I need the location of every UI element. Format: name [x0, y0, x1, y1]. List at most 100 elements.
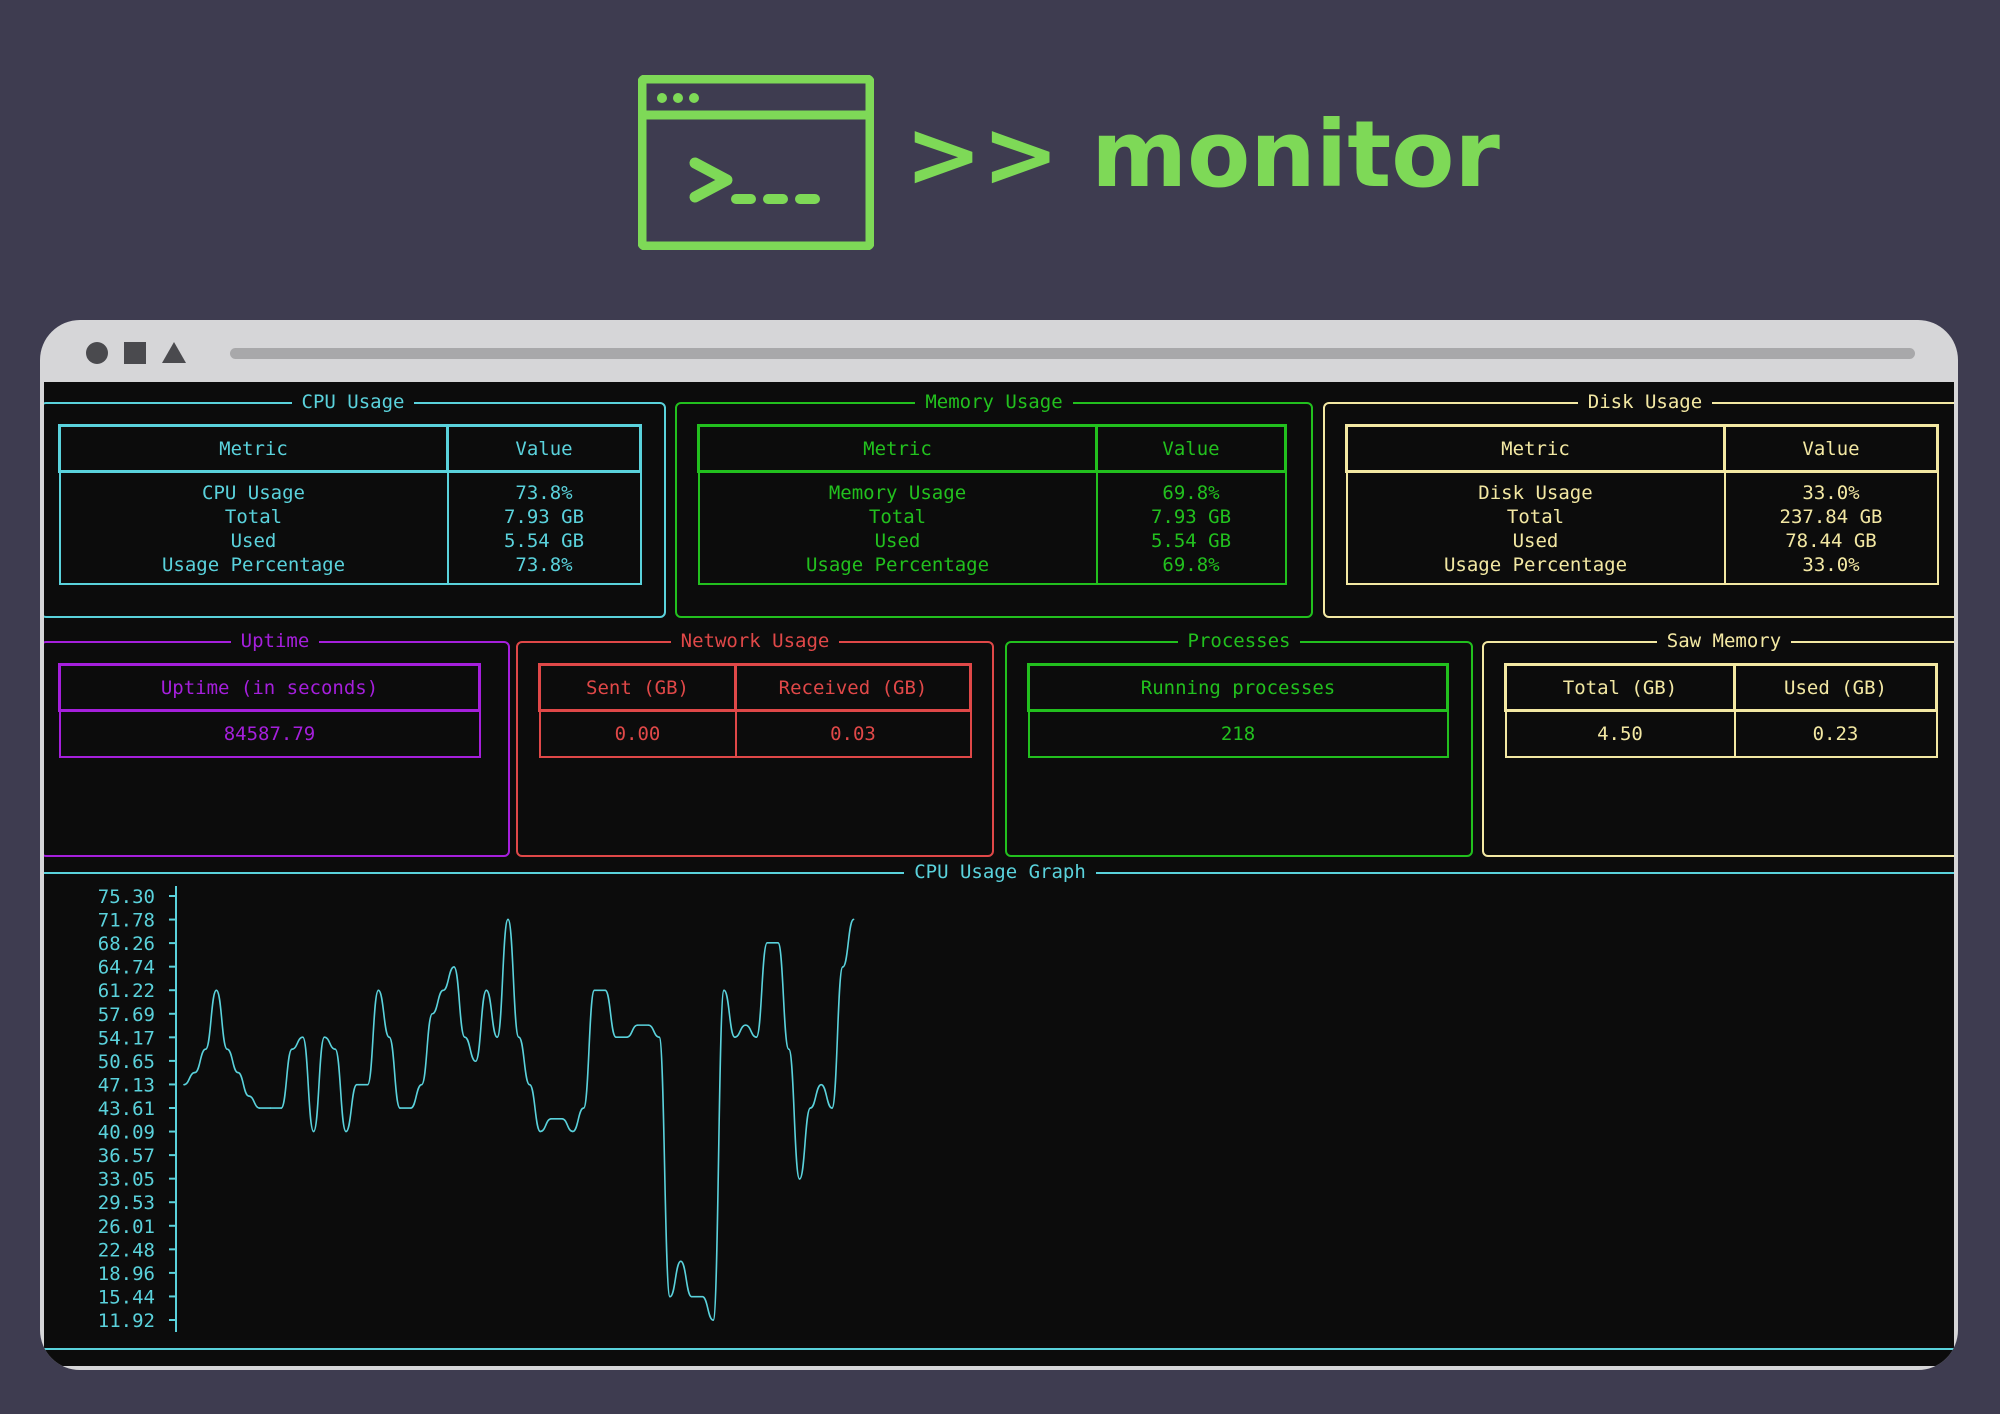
metric-cell: Used [58, 529, 449, 553]
metric-cell: Usage Percentage [58, 553, 449, 585]
metric-cell: Disk Usage [1345, 471, 1726, 505]
data-point [777, 942, 779, 944]
data-point [345, 1130, 347, 1133]
metric-cell: Used [1345, 529, 1726, 553]
value-cell: 33.0% [1723, 471, 1939, 505]
used-value: 0.23 [1733, 710, 1938, 758]
column-header: Received (GB) [734, 663, 972, 712]
value-cell: 7.93 GB [1095, 505, 1287, 529]
metric-cell: Total [1345, 505, 1726, 529]
data-point [712, 1319, 714, 1321]
data-point [701, 1295, 704, 1298]
data-point [204, 1048, 207, 1050]
column-header: Used (GB) [1733, 663, 1938, 712]
panel-title: Network Usage [518, 628, 992, 654]
panel-title: Memory Usage [677, 389, 1311, 415]
data-point [388, 1036, 391, 1038]
data-point [809, 1107, 812, 1109]
data-point [258, 1107, 261, 1109]
value-cell: 69.8% [1095, 553, 1287, 585]
metric-cell: CPU Usage [58, 471, 449, 505]
y-tick-label: 11.92 [98, 1310, 155, 1332]
data-point [280, 1107, 282, 1109]
data-point [312, 1130, 315, 1133]
app-title: >> monitor [905, 101, 1500, 208]
cpu-usage-line [183, 918, 855, 1321]
data-point [507, 918, 509, 921]
data-point [690, 1295, 693, 1298]
data-point [593, 989, 596, 992]
metric-cell: Memory Usage [697, 471, 1098, 505]
sent-value: 0.00 [538, 710, 737, 758]
data-point [399, 1107, 401, 1109]
data-point [442, 989, 445, 992]
app-window: CPU Usage Metric Value CPU Usage 73.8% To… [40, 320, 1958, 1370]
data-point [248, 1095, 250, 1097]
data-point [744, 1024, 747, 1026]
column-header: Uptime (in seconds) [58, 663, 481, 712]
y-tick-label: 50.65 [98, 1051, 155, 1073]
processes-panel: Processes Running processes 218 [1005, 630, 1473, 857]
data-point [366, 1083, 369, 1086]
total-value: 4.50 [1504, 710, 1736, 758]
metric-cell: Total [58, 505, 449, 529]
uptime-value: 84587.79 [58, 710, 481, 758]
window-titlebar [40, 320, 1958, 382]
data-point [269, 1107, 272, 1109]
column-header: Metric [1345, 424, 1726, 473]
column-header: Sent (GB) [538, 663, 737, 712]
y-tick-label: 18.96 [98, 1263, 155, 1285]
data-point [831, 1107, 833, 1109]
data-point [410, 1107, 412, 1109]
data-point [852, 918, 855, 921]
data-point [323, 1036, 326, 1038]
column-header: Total (GB) [1504, 663, 1736, 712]
table-row: 218 [1027, 710, 1449, 758]
network-usage-panel: Network Usage Sent (GB) Received (GB) 0.… [516, 630, 994, 857]
data-point [647, 1024, 650, 1026]
value-cell: 73.8% [446, 553, 642, 585]
data-point [226, 1048, 228, 1050]
data-point [669, 1295, 671, 1298]
panel-title: Processes [1007, 628, 1471, 654]
data-point [658, 1036, 660, 1038]
y-tick-label: 43.61 [98, 1098, 155, 1120]
data-point [723, 989, 725, 992]
data-point [420, 1083, 423, 1086]
data-point [237, 1071, 239, 1074]
triangle-icon[interactable] [162, 342, 186, 363]
value-cell: 5.54 GB [1095, 529, 1287, 553]
table-row: 4.50 0.23 [1504, 710, 1938, 758]
data-point [561, 1117, 563, 1120]
data-point [356, 1083, 358, 1086]
address-bar[interactable] [230, 348, 1915, 359]
column-header: Metric [697, 424, 1098, 473]
circle-icon[interactable] [86, 342, 108, 364]
column-header: Value [1723, 424, 1939, 473]
column-header: Value [1095, 424, 1287, 473]
saw-memory-panel: Saw Memory Total (GB) Used (GB) 4.50 0.2… [1482, 630, 1954, 857]
square-icon[interactable] [124, 342, 146, 364]
data-point [755, 1036, 758, 1038]
data-point [788, 1048, 790, 1050]
data-point [302, 1036, 304, 1038]
metric-cell: Total [697, 505, 1098, 529]
column-header: Metric [58, 424, 449, 473]
data-point [485, 989, 488, 992]
data-point [496, 1036, 499, 1038]
panel-title: CPU Usage [44, 389, 664, 415]
data-point [626, 1036, 628, 1038]
uptime-table: Uptime (in seconds) 84587.79 [58, 663, 481, 758]
data-point [539, 1130, 542, 1133]
data-point [518, 1036, 520, 1038]
value-cell: 237.84 GB [1723, 505, 1939, 529]
graph-title: CPU Usage Graph [44, 859, 1954, 885]
y-tick-label: 71.78 [98, 910, 155, 932]
